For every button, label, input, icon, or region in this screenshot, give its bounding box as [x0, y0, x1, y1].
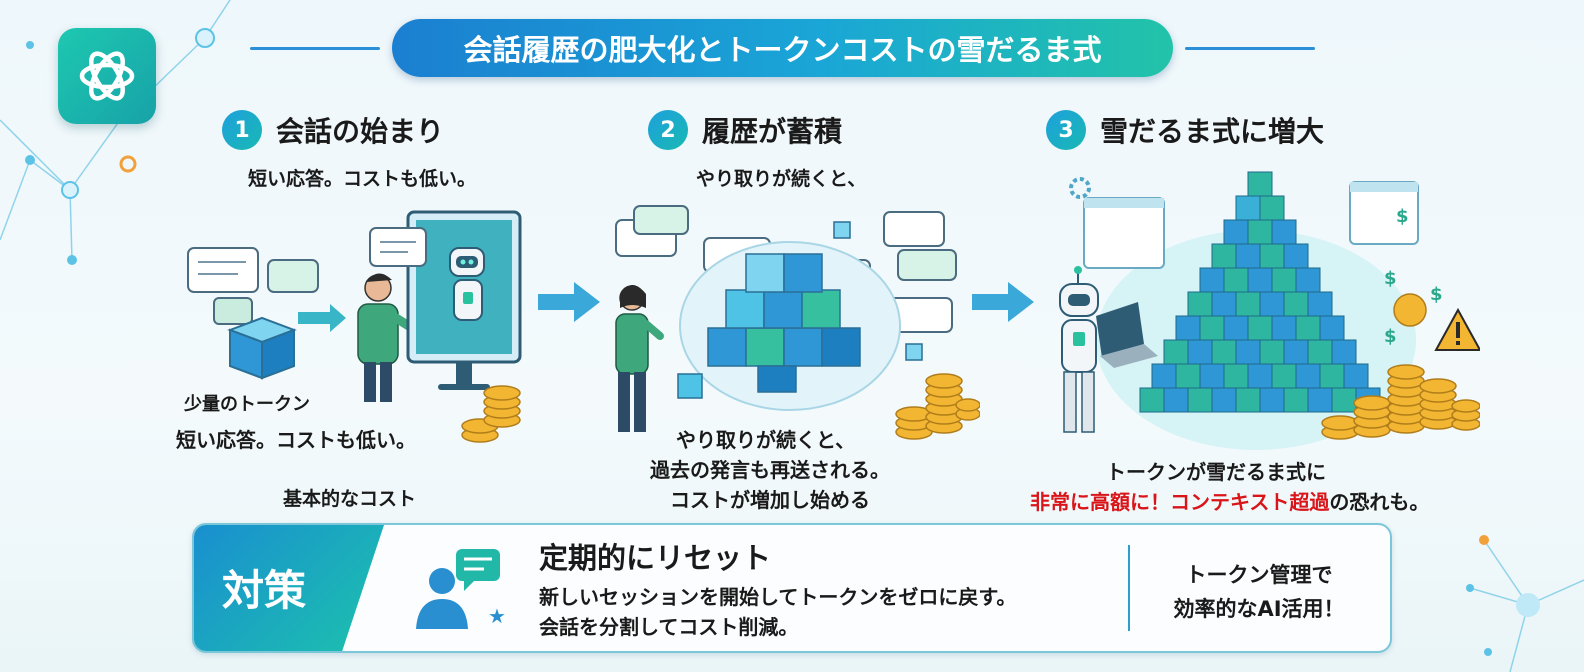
- dollar-icon: $ $ $ $: [1384, 206, 1443, 347]
- step-1-illustration: [187, 210, 522, 443]
- step-3-desc-rest: の恐れも。: [1329, 490, 1430, 514]
- svg-text:$: $: [1396, 206, 1409, 227]
- panel-divider: [1128, 545, 1130, 631]
- countermeasure-title: 定期的にリセット: [539, 541, 772, 575]
- step-3-desc-line1: トークンが雪だるま式に: [1106, 460, 1326, 484]
- svg-text:★: ★: [488, 604, 506, 628]
- countermeasure-line2: 会話を分割してコスト削減。: [539, 615, 799, 639]
- step-1-header: 1 会話の始まり: [222, 110, 444, 150]
- gear-icon: [1069, 177, 1091, 199]
- person-chat-icon: ★: [416, 549, 506, 629]
- step-2-desc-line3: コストが増加し始める: [670, 488, 870, 512]
- svg-text:$: $: [1384, 326, 1397, 347]
- svg-text:$: $: [1384, 268, 1397, 289]
- person-icon: [615, 285, 664, 432]
- step-2-number: 2: [648, 110, 688, 150]
- cube-icon: [227, 316, 297, 380]
- coin-icon: [1321, 293, 1480, 440]
- countermeasure-tagline-2: 効率的なAI活用！: [1173, 597, 1345, 621]
- countermeasure-line1: 新しいセッションを開始してトークンをゼロに戻す。: [539, 585, 1017, 609]
- step-3-title: 雪だるま式に増大: [1100, 115, 1325, 148]
- page-title: 会話履歴の肥大化とトークンコストの雪だるま式: [392, 19, 1173, 77]
- step-1-label-main: 短い応答。コストも低い。: [176, 428, 416, 452]
- step-2-subtitle: やり取りが続くと、: [696, 168, 867, 190]
- robot-icon: [1059, 266, 1158, 433]
- speech-bubble-icon: [187, 247, 319, 325]
- countermeasure-badge: 対策: [194, 525, 384, 651]
- step-2-desc-line2: 過去の発言も再送される。: [650, 458, 890, 482]
- step-1-title: 会話の始まり: [276, 115, 445, 148]
- step-2-title: 履歴が蓄積: [702, 115, 843, 148]
- countermeasure-tagline-1: トークン管理で: [1185, 563, 1333, 587]
- network-decoration-left: [0, 0, 231, 265]
- warning-icon: [1434, 307, 1480, 351]
- arrow-right-icon: [972, 282, 1034, 322]
- svg-text:$: $: [1430, 284, 1443, 305]
- coin-icon: [895, 373, 980, 440]
- step-3-number: 3: [1046, 110, 1086, 150]
- step-2-desc-line1: やり取りが続くと、: [676, 428, 856, 452]
- coin-icon: [461, 385, 521, 443]
- step-3-illustration: $ $ $ $: [1059, 171, 1480, 450]
- countermeasure-panel: 対策 ★ 定期的にリセット 新しいセッションを開始してトークンをゼロに戻す。 会…: [192, 523, 1392, 653]
- network-decoration-right: [1466, 535, 1584, 672]
- step-1-label-bottom: 基本的なコスト: [283, 488, 417, 510]
- step-2-header: 2 履歴が蓄積: [648, 110, 842, 150]
- cube-icon: [677, 221, 923, 399]
- openai-logo: [58, 28, 156, 124]
- openai-logo-icon: [79, 51, 135, 101]
- step-3-desc-warning: 非常に高額に！コンテキスト超過: [1030, 490, 1330, 514]
- title-deco-line-right: [1185, 47, 1315, 50]
- step-1-label-small: 少量のトークン: [184, 394, 310, 415]
- arrow-right-icon: [538, 282, 600, 322]
- step-2-illustration: [615, 205, 980, 440]
- countermeasure-label: 対策: [222, 566, 307, 615]
- step-3-header: 3 雪だるま式に増大: [1046, 110, 1324, 150]
- step-1-number: 1: [222, 110, 262, 150]
- robot-icon: [449, 247, 485, 321]
- step-1-subtitle: 短い応答。コストも低い。: [248, 168, 477, 190]
- arrow-right-icon: [298, 304, 346, 332]
- step-3-desc-line2: 非常に高額に！コンテキスト超過の恐れも。: [1030, 486, 1429, 515]
- title-deco-line-left: [250, 47, 380, 50]
